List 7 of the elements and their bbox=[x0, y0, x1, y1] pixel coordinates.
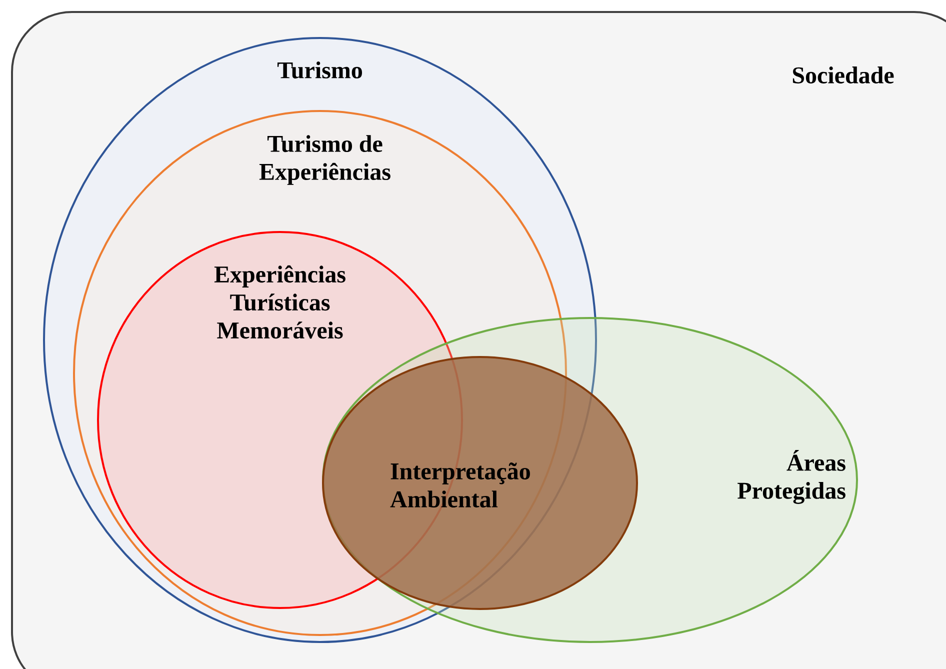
node-label: Interpretação Ambiental bbox=[390, 462, 530, 508]
node-label: Turismo bbox=[277, 62, 362, 78]
node-label: Experiências Turísticas Memoráveis bbox=[214, 265, 346, 339]
node-label: Turismo de Experiências bbox=[259, 135, 390, 185]
ellipse bbox=[322, 356, 638, 610]
node-label: Áreas Protegidas bbox=[738, 450, 846, 504]
node-label: Sociedade bbox=[792, 66, 894, 84]
